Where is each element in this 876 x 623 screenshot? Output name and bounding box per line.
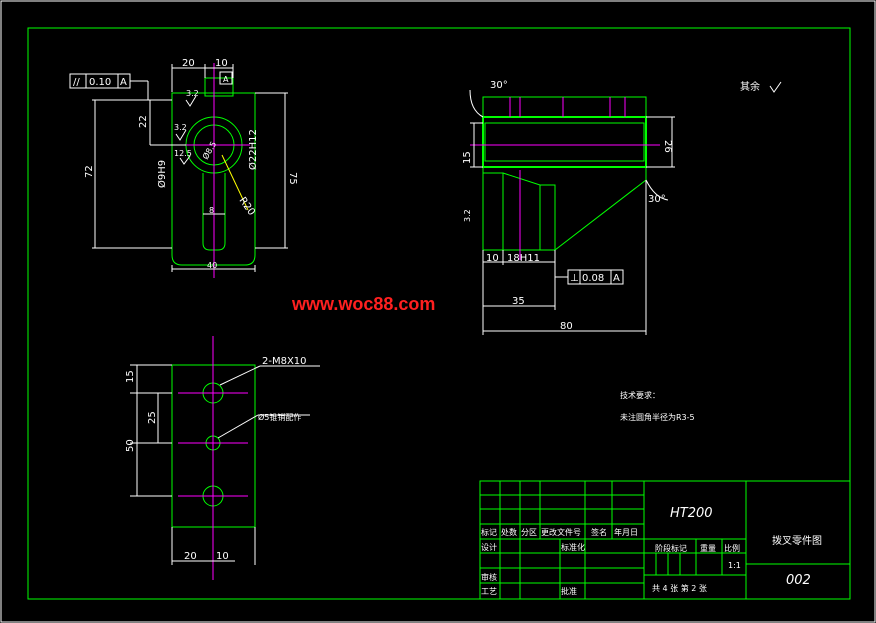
dim-8: 8 (209, 206, 214, 215)
tech-notes-line1: 未注圆角半径为R3-5 (620, 412, 695, 422)
top-view-outline (171, 92, 256, 266)
leg-hatch-right (539, 184, 556, 251)
top-view: 20 10 72 22 75 40 8 Ø22H12 Ø9H9 R20 Ø8.5… (69, 58, 298, 278)
tb-design: 设计 (481, 542, 497, 552)
datum-a: A (223, 75, 229, 84)
roughness-1: 3.2 (186, 89, 199, 98)
bottom-dim-25: 25 (147, 411, 158, 424)
bottom-view: 2-M8X10 Ø5锥销配作 15 25 50 20 10 (125, 336, 320, 580)
sect-dim-35: 35 (512, 296, 525, 307)
perp-datum: A (613, 273, 620, 284)
tb-material: HT200 (670, 506, 713, 521)
tb-weight: 重量 (700, 543, 716, 553)
inner-frame (27, 27, 851, 600)
sect-dim-10: 10 (486, 253, 499, 264)
bottom-dim-20: 20 (184, 551, 197, 562)
dim-phi9: Ø9H9 (156, 160, 168, 188)
dim-40: 40 (207, 261, 217, 270)
tb-review: 审核 (481, 572, 497, 582)
bore-inner (484, 122, 645, 162)
tb-mark: 标记 (481, 527, 497, 537)
angle-bottom: 30° (648, 194, 666, 205)
dim-26: 26 (662, 140, 673, 153)
bottom-dim-15: 15 (125, 370, 136, 383)
watermark: www.woc88.com (291, 294, 435, 314)
tb-change-doc: 更改文件号 (541, 527, 581, 537)
tb-scale: 比例 (724, 543, 740, 553)
roughness-2: 3.2 (174, 123, 187, 132)
perp-value: 0.08 (582, 273, 604, 284)
angle-top: 30° (490, 80, 508, 91)
section-outline (482, 166, 647, 251)
tb-zone: 分区 (521, 528, 537, 537)
parallel-symbol: // (73, 77, 80, 88)
roughness-3: 12.5 (174, 149, 192, 158)
tech-notes-title: 技术要求： (620, 390, 660, 400)
dim-72: 72 (84, 165, 95, 178)
tb-sheets: 共 4 张 第 2 张 (652, 583, 707, 593)
dim-75: 75 (287, 172, 298, 185)
leg-hatch-left (482, 172, 504, 251)
tb-date: 年月日 (614, 527, 638, 537)
bore-body (482, 116, 647, 168)
dim-phi22: Ø22H12 (247, 129, 259, 170)
parallel-value: 0.10 (89, 77, 111, 88)
perp-symbol: ⊥ (570, 273, 579, 284)
bottom-dim-50: 50 (125, 439, 136, 452)
r20-leader (221, 154, 249, 211)
tb-sign: 签名 (591, 527, 607, 537)
datum-box (219, 71, 233, 85)
hole-callout: Ø5锥销配作 (258, 412, 301, 422)
sect-roughness: 3.2 (463, 209, 472, 222)
thread-callout: 2-M8X10 (262, 356, 307, 367)
tb-standard: 标准化 (561, 542, 585, 552)
dim-20: 20 (182, 58, 195, 69)
dim-phi-small: Ø8.5 (200, 140, 218, 161)
other-roughness-label: 其余 (740, 80, 760, 93)
bottom-dim-10: 10 (216, 551, 229, 562)
title-block: 标记 处数 分区 更改文件号 签名 年月日 设计 标准化 审核 工艺 批准 HT… (479, 480, 851, 600)
tb-process: 工艺 (481, 587, 497, 596)
tb-count: 处数 (501, 527, 517, 537)
upper-hatch (482, 96, 647, 118)
top-boss (204, 77, 234, 97)
tb-stage: 阶段标记 (655, 543, 687, 553)
sect-dim-18h11: 18H11 (507, 253, 540, 264)
tb-part-name: 拨叉零件图 (772, 534, 822, 547)
sect-dim-80: 80 (560, 321, 573, 332)
tb-drawing-no: 002 (786, 573, 811, 588)
dim-15: 15 (462, 151, 473, 164)
tb-approve: 批准 (561, 586, 577, 596)
roughness-check-icon (769, 81, 782, 93)
dim-r20: R20 (237, 195, 257, 217)
dim-22: 22 (138, 115, 149, 128)
section-view: 30° 30° 15 26 10 18H11 35 80 ⊥ 0.08 A 3.… (462, 80, 675, 335)
dim-10: 10 (215, 58, 228, 69)
tb-scale-value: 1:1 (728, 561, 741, 570)
parallel-datum: A (120, 77, 127, 88)
